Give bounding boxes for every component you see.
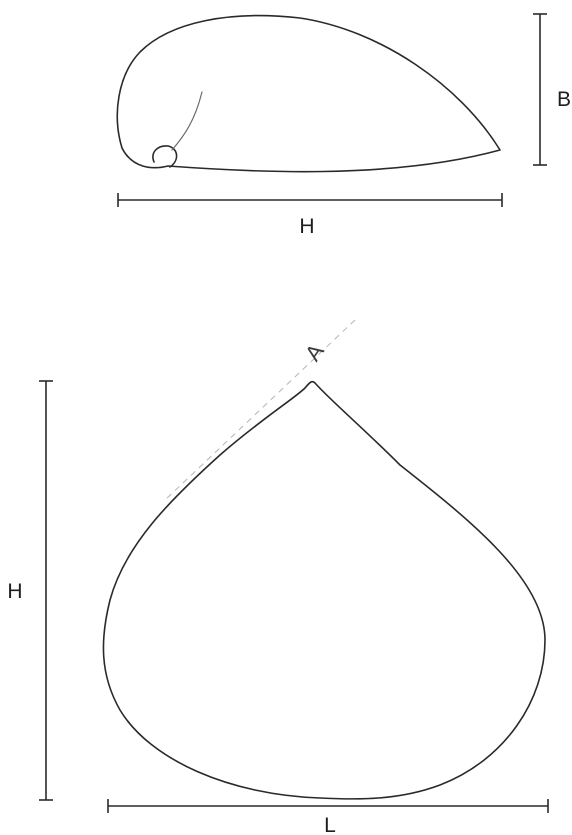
valve-height-label: H: [7, 580, 22, 603]
side-height-label: H: [299, 215, 314, 238]
valve-length-dimension: L: [107, 799, 549, 835]
side-height-dimension: H: [117, 193, 503, 238]
valve-height-dimension: H: [7, 380, 53, 801]
shell-valve-outline: [102, 380, 546, 800]
shell-umbo-curl: [152, 145, 178, 168]
shell-side-view: [116, 14, 501, 173]
shell-valve-view: A: [102, 319, 546, 800]
axis-guide-line: [164, 319, 356, 501]
shell-growth-line: [171, 91, 203, 151]
valve-length-label: L: [324, 814, 336, 835]
breadth-dimension: B: [533, 13, 571, 166]
shell-side-outline: [116, 14, 501, 173]
breadth-label: B: [557, 88, 571, 111]
axis-label: A: [300, 339, 329, 366]
